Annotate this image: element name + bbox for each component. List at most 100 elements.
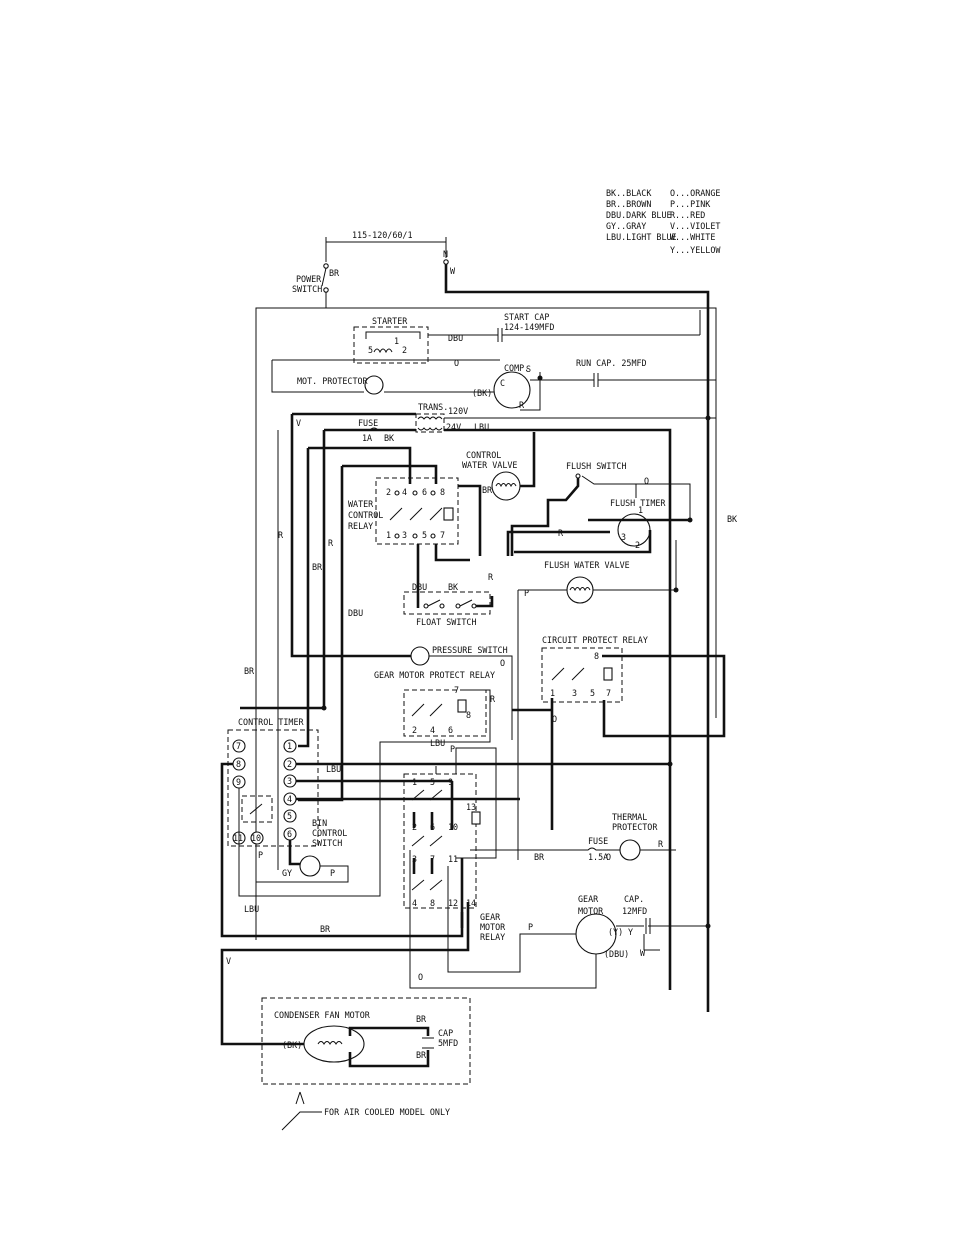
violet-wire	[290, 412, 420, 658]
wcr-contacts	[389, 507, 443, 521]
float-switch-label: FLOAT SWITCH	[416, 617, 477, 627]
wcr-top-0: 2	[386, 487, 391, 497]
fuse2-o: O	[606, 852, 611, 862]
ct-inner-contact	[249, 803, 263, 815]
gear-motor-w: W	[640, 948, 646, 958]
gmpr-coil	[457, 699, 467, 713]
cpr-label: CIRCUIT PROTECT RELAY	[542, 635, 648, 645]
float-switch-box	[403, 591, 491, 615]
flush-switch: FLUSH SWITCH O	[510, 461, 691, 556]
condenser-heavy-loop	[348, 1026, 430, 1068]
condenser-box	[261, 997, 471, 1085]
gmpr-lbu: LBU	[430, 738, 445, 748]
lower-br: BR	[320, 924, 331, 934]
pressure-switch-label: PRESSURE SWITCH	[432, 645, 508, 655]
starter-t1: 1	[394, 336, 399, 346]
lower-lbu: LBU	[244, 904, 259, 914]
ct-term-left-7	[232, 739, 246, 753]
footnote: FOR AIR COOLED MODEL ONLY	[281, 1091, 450, 1131]
cpr-t5: 5	[590, 688, 595, 698]
gmpr-box	[403, 689, 487, 737]
start-cap-plates	[497, 328, 503, 342]
cpr-o: O	[552, 714, 557, 724]
control-timer-box	[227, 729, 319, 847]
condenser-coil	[317, 1041, 343, 1045]
ct-right-0: 1	[287, 741, 292, 751]
ct-right-3: 4	[287, 794, 292, 804]
cpr-t8: 8	[594, 651, 599, 661]
wcr-top-1: 4	[402, 487, 407, 497]
supply-n: N	[443, 249, 448, 259]
fuse2-rating: 1.5A	[588, 852, 608, 862]
wcr-top-3: 8	[440, 487, 445, 497]
power-switch-contact-top	[323, 263, 329, 269]
junction-dot	[687, 517, 693, 523]
legend-right-2: R...RED	[670, 210, 705, 220]
gmr-r3-2: 11	[448, 854, 458, 864]
gmr-label-1: GEAR	[480, 912, 501, 922]
control-timer-label: CONTROL TIMER	[238, 717, 305, 727]
wire-p-1: P	[524, 588, 529, 598]
trans-lbu: LBU	[474, 422, 489, 432]
legend-right-3: V...VIOLET	[670, 221, 720, 231]
wire-br-2: BR	[244, 666, 255, 676]
wcr-terminal	[394, 490, 400, 496]
ct-left-1: 8	[236, 759, 241, 769]
bin-label-1: BIN	[312, 818, 327, 828]
gmr-thin-links	[435, 747, 497, 859]
condenser-bk: (BK)	[282, 1040, 302, 1050]
gmpr-t8: 8	[466, 710, 471, 720]
ct-term-right-1	[283, 739, 297, 753]
starter-box	[353, 326, 429, 364]
ct-left-0: 7	[236, 741, 241, 751]
junction-dot	[705, 415, 711, 421]
wcr-to-float-2	[434, 484, 482, 562]
cpr-o-heavy-wire	[512, 698, 554, 830]
flush-timer-label: FLUSH TIMER	[610, 498, 666, 508]
gmr-contacts	[411, 789, 443, 891]
wcr-terminal	[430, 533, 436, 539]
condenser-br2: BR	[416, 1050, 427, 1060]
wire-r-2: R	[328, 538, 334, 548]
mot-protector-label: MOT. PROTECTOR	[297, 376, 369, 386]
start-cap-label-2: 124-149MFD	[504, 322, 554, 332]
gear-motor-label-2: MOTOR	[578, 906, 604, 916]
fwv-coil	[569, 587, 591, 592]
starter-t2: 2	[402, 345, 407, 355]
gmr-r4-2: 12	[448, 898, 458, 908]
gmpr-contacts	[411, 703, 443, 717]
ct-term-bottom-10	[250, 831, 264, 845]
lbu-loop	[238, 741, 470, 897]
gmpr-r-wire	[464, 689, 491, 743]
cpr-t3: 3	[572, 688, 577, 698]
float-switch-dbu: DBU	[412, 582, 427, 592]
gmr-label-3: RELAY	[480, 932, 505, 942]
bin-gy: GY	[282, 868, 292, 878]
gear-motor-p: P	[528, 922, 533, 932]
fuse2-br: BR	[534, 852, 545, 862]
float-terminal	[471, 603, 477, 609]
gmr-r1-2: 9	[448, 777, 453, 787]
wire-br-1: BR	[312, 562, 323, 572]
condenser-fan-motor: CONDENSER FAN MOTOR (BK) BR BR CAP 5MFD	[261, 997, 471, 1085]
bin-control-switch: BIN CONTROL SWITCH GY P	[255, 818, 349, 883]
ct-right-2: 3	[287, 776, 292, 786]
wcr-bottom-1: 3	[402, 530, 407, 540]
gear-motor-label-1: GEAR	[578, 894, 599, 904]
br-heavy-wire-1	[240, 428, 416, 710]
wire-v: V	[296, 418, 301, 428]
color-legend: BK..BLACK BR..BROWN DBU.DARK BLUE GY..GR…	[606, 188, 721, 255]
legend-left-4: LBU.LIGHT BLUE	[606, 232, 677, 242]
wire-bk-right: BK	[727, 514, 738, 524]
supply-label: 115-120/60/1	[352, 230, 413, 240]
fuse1-title: FUSE	[358, 418, 378, 428]
supply-w: W	[450, 266, 456, 276]
gmpr-t2: 2	[412, 725, 417, 735]
comp-r-lead	[520, 372, 541, 411]
power-supply: 115-120/60/1 BR POWER SWITCH N W	[292, 230, 456, 294]
cpr-coil	[603, 667, 613, 681]
thermal-label-1: THERMAL	[612, 812, 647, 822]
legend-right-5: Y...YELLOW	[670, 245, 721, 255]
ct-term-right-5	[283, 809, 297, 823]
gmpr-p: P	[450, 744, 455, 754]
